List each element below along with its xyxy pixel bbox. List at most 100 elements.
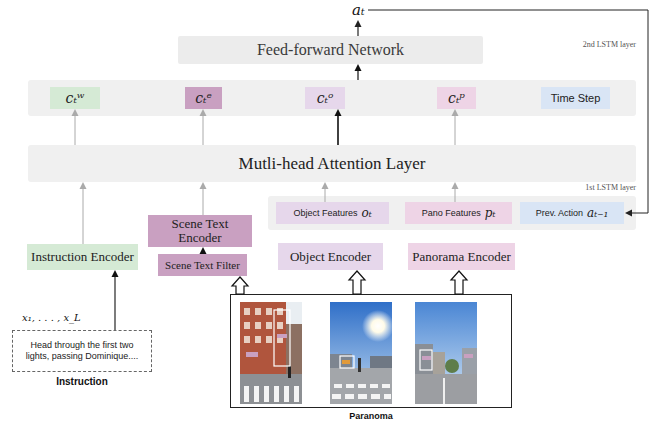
shape [332,394,341,399]
connector-line [83,188,84,244]
connector [200,247,207,254]
hollow-arrow [349,271,365,294]
arrow-head [452,182,459,189]
shape [277,322,283,329]
node-sublabel: Instruction [13,376,151,387]
shape [420,350,432,370]
shape [422,356,431,360]
shape [244,386,249,402]
shape [255,322,261,329]
node-label: Mutli-head Attention Layer [239,154,426,174]
output-arrow [357,26,358,36]
output-symbol: aₜ [352,1,365,19]
shape [346,384,354,388]
connector [80,182,87,244]
shape [462,348,477,374]
shape [330,368,392,404]
connector-line [455,115,456,145]
output-box: Feed-forward Network [178,36,483,64]
shape [244,336,250,343]
shape [382,384,390,388]
encoder-box: Object Encoder [278,243,383,270]
shape [255,308,261,315]
shape [342,360,350,364]
hollow-arrow-shape [451,271,467,294]
connector-line [203,115,204,145]
shape [358,384,366,388]
shape [284,386,289,402]
node-label: cₜʷ [66,90,85,106]
shape [277,308,283,315]
shape [266,308,272,315]
node-label: cₜᵒ [317,90,334,106]
shape [288,366,291,378]
shape [334,384,342,388]
shape [240,374,302,404]
shape [255,336,261,343]
shape [445,359,459,373]
connector-line [357,70,358,80]
arrow-head [200,247,207,254]
arrow-head [355,64,362,71]
shape [415,374,477,404]
connector-line [337,115,339,145]
shape [264,386,269,402]
shape [244,322,250,329]
image-street-3 [415,302,477,404]
hollow-arrow [232,277,248,294]
node-label: Pano Features [422,208,481,218]
shape [362,310,394,342]
shape [358,358,361,372]
node-label: cₜᵉ [195,90,212,106]
shape [415,344,433,374]
feature-box: Object Featuresoₜ [276,202,389,224]
shape [415,302,477,404]
node-label: Head through the first two lights, passi… [18,340,146,362]
shape [345,394,354,399]
node-label: Paranoma [231,411,511,421]
shape [358,394,367,399]
node-label: 1st LSTM layer [585,183,636,192]
node-label: Instruction Encoder [31,249,134,265]
feature-box: Pano Featurespₜ [405,202,512,224]
instruction-box: Head through the first two lights, passi… [12,330,152,372]
node-label: Scene Text Filter [165,259,240,271]
shape [266,322,272,329]
connector-line [114,276,115,330]
context-box: cₜᵒ [305,87,345,109]
context-box: cₜʷ [50,87,100,109]
shape [433,352,445,374]
node-label: 2nd LSTM layer [583,40,636,49]
node-sublabel: oₜ [361,206,371,220]
feature-box: Prev. Actionaₜ₋₁ [520,202,624,224]
hollow-arrow [451,271,467,294]
panorama-frame: Paranoma [230,294,512,408]
panorama-illustration [230,294,512,408]
connector [355,64,362,80]
node-label: Prev. Action [536,208,583,218]
arrow-head [200,182,207,189]
shape [294,386,299,402]
node-label: Panorama Encoder [412,249,511,265]
shape [246,352,258,357]
shape [274,386,279,402]
shape [443,378,445,404]
context-box: cₜᵖ [437,87,476,109]
shape [370,356,392,368]
shape [254,386,259,402]
connector [112,270,119,330]
shape [240,302,286,374]
connector [200,182,207,215]
node-label: cₜᵖ [448,90,465,106]
image-street-1 [240,302,302,404]
shape [464,354,473,358]
shape [244,308,250,315]
shape [371,394,380,399]
connector-line [75,115,76,145]
arrow-head [112,270,119,277]
arrow-head [80,182,87,189]
encoder-box: Scene Text Encoder [148,215,252,247]
shape [266,336,272,343]
